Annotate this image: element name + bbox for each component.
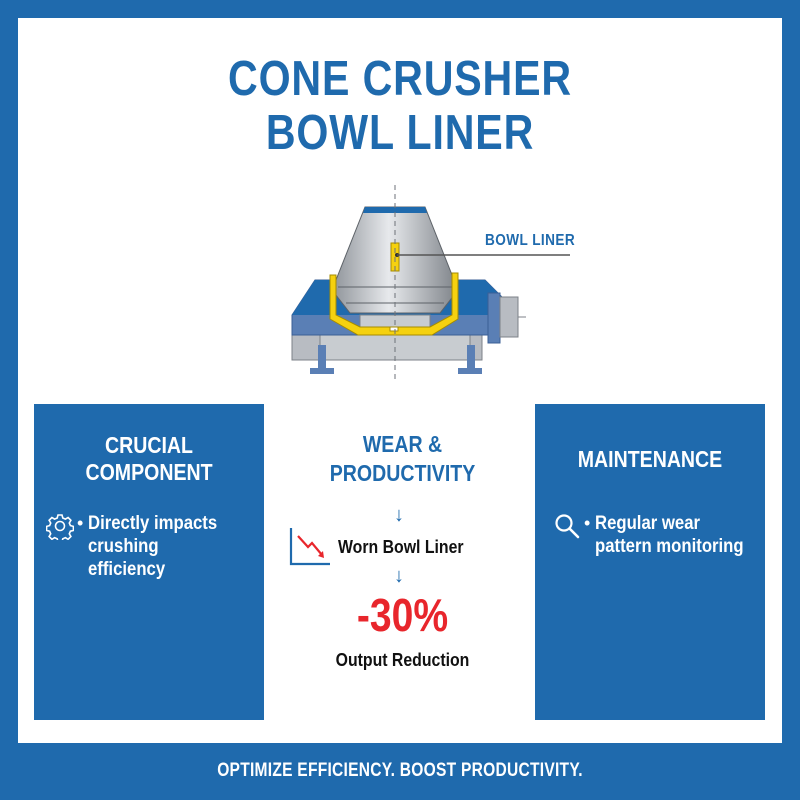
title-line-1: CONE CRUSHER	[228, 52, 572, 106]
card-wear-productivity: WEAR & PRODUCTIVITY ↓ Worn Bowl Liner ↓ …	[270, 420, 535, 700]
output-reduction-label: Output Reduction	[335, 650, 470, 670]
card-text: Directly impacts crushing efficiency	[88, 513, 218, 580]
title-line-2: BOWL LINER	[265, 106, 535, 160]
card-title: CRUCIAL COMPONENT	[85, 432, 213, 485]
page-title: CONE CRUSHER BOWL LINER	[64, 52, 736, 160]
card-maintenance: MAINTENANCE • Regular wear pattern monit…	[535, 404, 765, 720]
card-text: Regular wear pattern monitoring	[595, 513, 744, 557]
card-item: • Regular wear pattern monitoring	[553, 512, 765, 558]
bowl-liner-callout: BOWL LINER	[485, 232, 576, 249]
card-item: • Directly impacts crushing efficiency	[46, 512, 264, 581]
down-arrow-icon: ↓	[394, 565, 404, 587]
down-arrow-icon: ↓	[394, 504, 404, 526]
declining-chart-icon	[289, 528, 330, 566]
cone-crusher-diagram-icon	[291, 185, 570, 380]
gear-icon	[46, 514, 74, 540]
card-title: MAINTENANCE	[577, 446, 723, 472]
card-crucial-component: CRUCIAL COMPONENT • Directly impacts cru…	[34, 404, 264, 720]
card-title: WEAR & PRODUCTIVITY	[329, 431, 476, 486]
magnifier-icon	[555, 514, 580, 539]
output-reduction-value: -30%	[356, 589, 449, 641]
footer-tagline: OPTIMIZE EFFICIENCY. BOOST PRODUCTIVITY.	[217, 760, 583, 781]
worn-bowl-liner-label: Worn Bowl Liner	[338, 537, 464, 557]
bullet: •	[584, 513, 591, 533]
bullet: •	[77, 513, 84, 533]
